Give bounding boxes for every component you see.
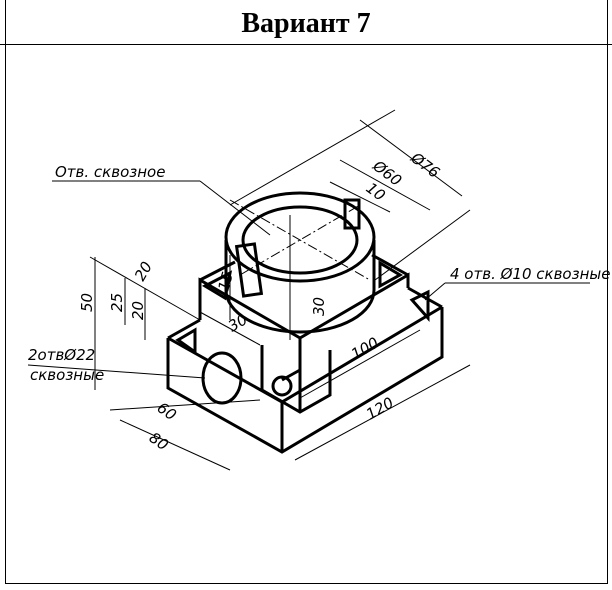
dim-l80: 80	[146, 429, 172, 455]
dim-h30: 30	[310, 297, 328, 316]
dim-w20: 20	[131, 258, 156, 284]
dim-h20: 20	[129, 301, 147, 320]
leader-line	[27, 364, 206, 379]
base-block	[166, 286, 444, 454]
dim-l60: 60	[154, 399, 180, 425]
dim-h15: 15	[214, 270, 236, 293]
side-hole	[201, 351, 243, 405]
bolt-hole-icon	[271, 375, 293, 397]
dim-h50: 50	[78, 293, 96, 312]
leader-line	[199, 180, 271, 236]
dim-h25: 25	[108, 293, 126, 312]
page-title: Вариант 7	[0, 0, 612, 45]
callout-two-holes: 2отвØ22	[28, 346, 95, 364]
callout-four-holes: 4 отв. Ø10 сквозные	[450, 265, 610, 283]
callout-two-holes-2: сквозные	[30, 366, 104, 384]
callout-through-hole: Отв. сквозное	[55, 163, 165, 181]
leader-line	[424, 282, 446, 301]
cylinder	[224, 191, 376, 334]
dim-w30: 30	[225, 310, 251, 335]
dim-l120: 120	[363, 394, 397, 424]
dimension-lines	[89, 109, 471, 471]
table-cell-frame	[5, 0, 608, 584]
dim-d76: Ø76	[407, 148, 443, 182]
